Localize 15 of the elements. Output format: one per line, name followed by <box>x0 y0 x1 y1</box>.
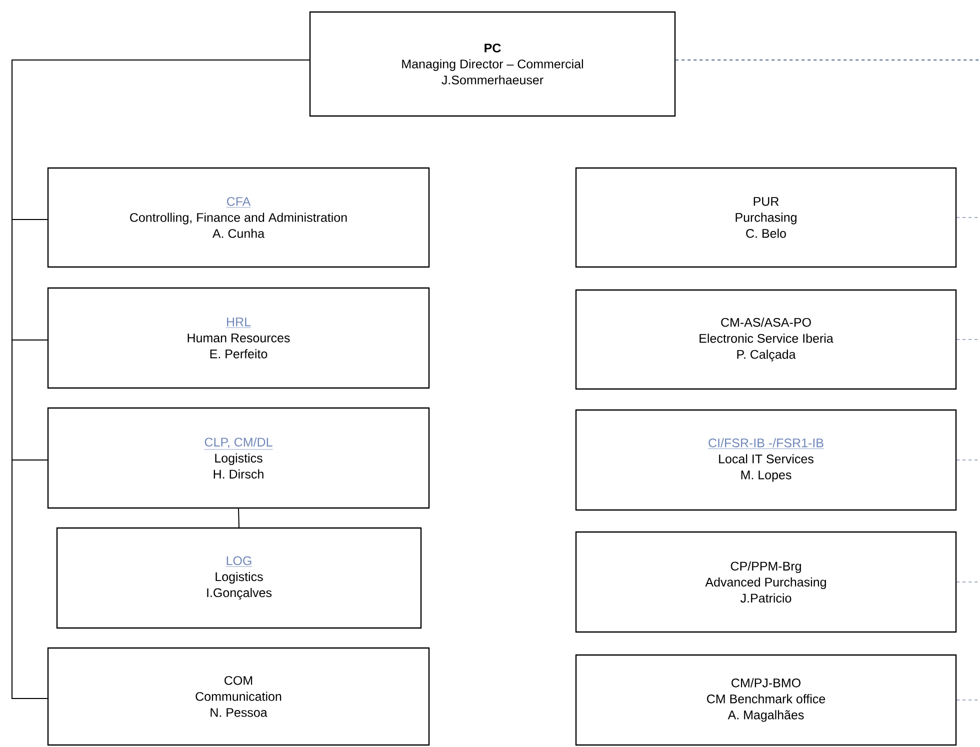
connector-line <box>12 60 310 699</box>
dashed-line <box>956 217 980 218</box>
org-box: PC Managing Director – Commercial J.Sommerhaeuser <box>309 11 676 117</box>
org-box: LOG Logistics I.Gonçalves <box>56 527 422 629</box>
dashed-line <box>956 339 980 340</box>
org-box: CFA Controlling, Finance and Administration A. Cunha <box>47 167 430 268</box>
org-box: PUR Purchasing C. Belo <box>575 167 957 268</box>
org-box: CM/PJ-BMO CM Benchmark office A. Magalhães <box>575 654 957 746</box>
connector-line <box>238 508 240 528</box>
org-box: HRL Human Resources E. Perfeito <box>47 287 430 389</box>
org-box: CP/PPM-Brg Advanced Purchasing J.Patricio <box>575 531 957 633</box>
org-box: CM-AS/ASA-PO Electronic Service Iberia P. Calçada <box>575 289 957 390</box>
org-box: CLP, CM/DL Logistics H. Dirsch <box>47 407 430 509</box>
org-box: COM Communication N. Pessoa <box>47 647 430 746</box>
org-box: CI/FSR-IB -/FSR1-IB Local IT Services M. Lopes <box>575 409 957 511</box>
